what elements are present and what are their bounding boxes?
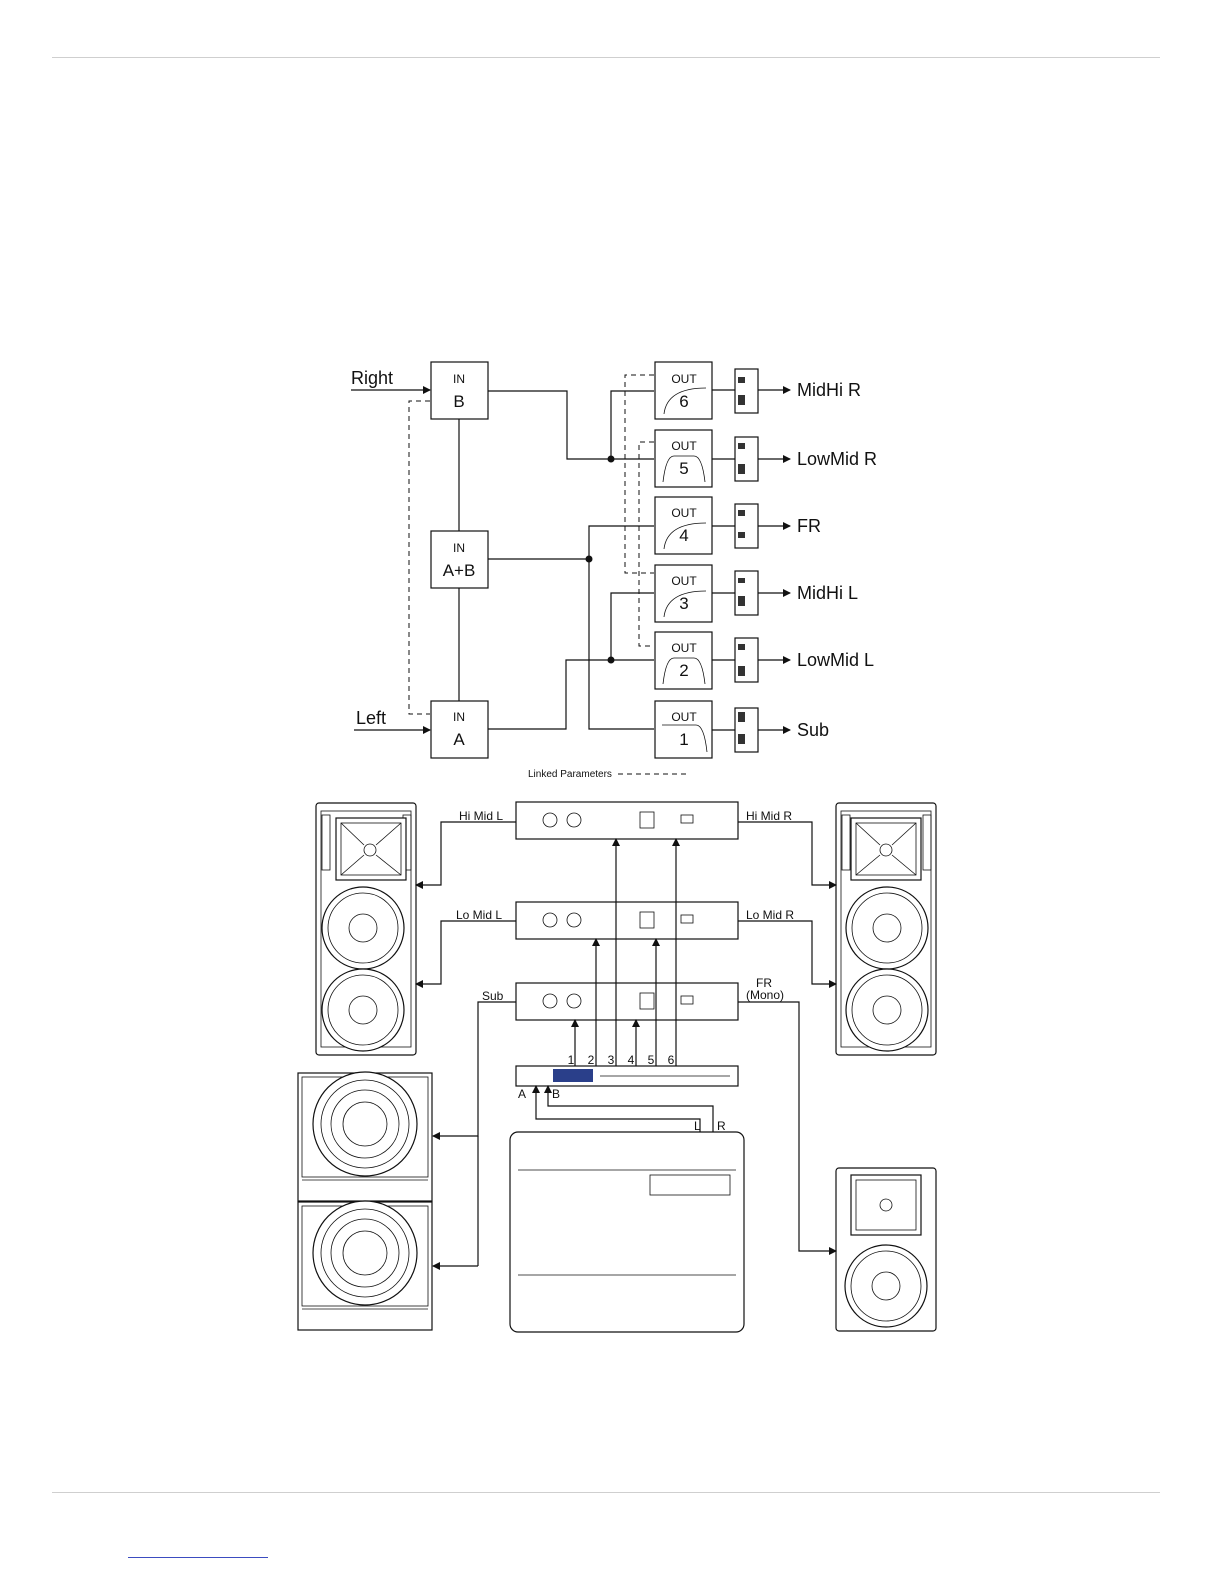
svg-text:LowMid R: LowMid R [797,449,877,469]
speaker-left-3way [316,803,416,1055]
svg-text:FR: FR [797,516,821,536]
svg-text:1: 1 [679,730,688,749]
crossover-input-a: A [518,1087,526,1101]
label-hi-mid-l: Hi Mid L [459,809,503,823]
mixer-output-l: L [694,1119,701,1133]
svg-text:MidHi L: MidHi L [797,583,858,603]
amplifier-top [516,802,738,839]
amplifier-bottom [516,983,738,1020]
label-lo-mid-r: Lo Mid R [746,908,794,922]
input-link-dashed [409,401,430,714]
subwoofer-bottom [298,1201,432,1330]
input-block-a: IN A [431,701,488,758]
svg-text:Sub: Sub [797,720,829,740]
label-fr-mono: (Mono) [746,988,784,1002]
input-block-b: IN B [431,362,488,419]
output-block-2: OUT 2 [655,632,712,689]
system-diagram: Hi Mid L Hi Mid R Lo Mid L Lo Mid R Sub … [298,802,936,1332]
output-block-3: OUT 3 [655,565,712,622]
crossover-output-1: 1 [568,1053,575,1067]
svg-text:A+B: A+B [443,561,476,580]
output-block-6: OUT 6 [655,362,712,419]
svg-text:2: 2 [679,661,688,680]
svg-text:5: 5 [679,459,688,478]
svg-text:6: 6 [679,392,688,411]
output-meter-2: LowMid L [712,638,874,682]
svg-text:MidHi R: MidHi R [797,380,861,400]
mixer-console [510,1132,744,1332]
crossover-output-5: 5 [648,1053,655,1067]
crossover-output-2: 2 [588,1053,595,1067]
svg-text:B: B [453,392,464,411]
label-hi-mid-r: Hi Mid R [746,809,792,823]
output-block-1: OUT 1 [655,701,712,758]
svg-text:OUT: OUT [671,372,697,386]
output-meter-5: LowMid R [712,437,877,481]
amplifier-middle [516,902,738,939]
subwoofer-top [298,1072,432,1201]
svg-text:4: 4 [679,526,688,545]
svg-text:OUT: OUT [671,574,697,588]
svg-text:OUT: OUT [671,641,697,655]
svg-text:IN: IN [453,541,465,555]
svg-text:LowMid L: LowMid L [797,650,874,670]
output-meter-6: MidHi R [712,369,861,413]
label-lo-mid-l: Lo Mid L [456,908,502,922]
crossover-input-b: B [552,1087,560,1101]
output-meter-3: MidHi L [712,571,858,615]
svg-text:OUT: OUT [671,506,697,520]
svg-text:OUT: OUT [671,710,697,724]
output-meter-1: Sub [712,708,829,752]
output-block-5: OUT 5 [655,430,712,487]
crossover-output-3: 3 [608,1053,615,1067]
svg-text:IN: IN [453,710,465,724]
label-sub: Sub [482,989,504,1003]
input-block-ab: IN A+B [431,531,488,588]
speaker-right-3way [836,803,936,1055]
mixer-output-r: R [717,1119,726,1133]
svg-text:A: A [453,730,465,749]
linked-parameters-legend: Linked Parameters [528,769,612,780]
right-input-label: Right [351,368,393,388]
speaker-front-fill [836,1168,936,1331]
svg-text:3: 3 [679,594,688,613]
crossover-output-4: 4 [628,1053,635,1067]
output-block-4: OUT 4 [655,497,712,554]
crossover-processor [516,1066,738,1086]
svg-text:OUT: OUT [671,439,697,453]
crossover-output-6: 6 [668,1053,675,1067]
svg-text:IN: IN [453,372,465,386]
signal-flow-diagram: Right Left IN B IN A+B IN A [351,362,877,780]
output-link-dashed-low-mid [639,442,654,646]
output-meter-4: FR [712,504,821,548]
left-input-label: Left [356,708,386,728]
